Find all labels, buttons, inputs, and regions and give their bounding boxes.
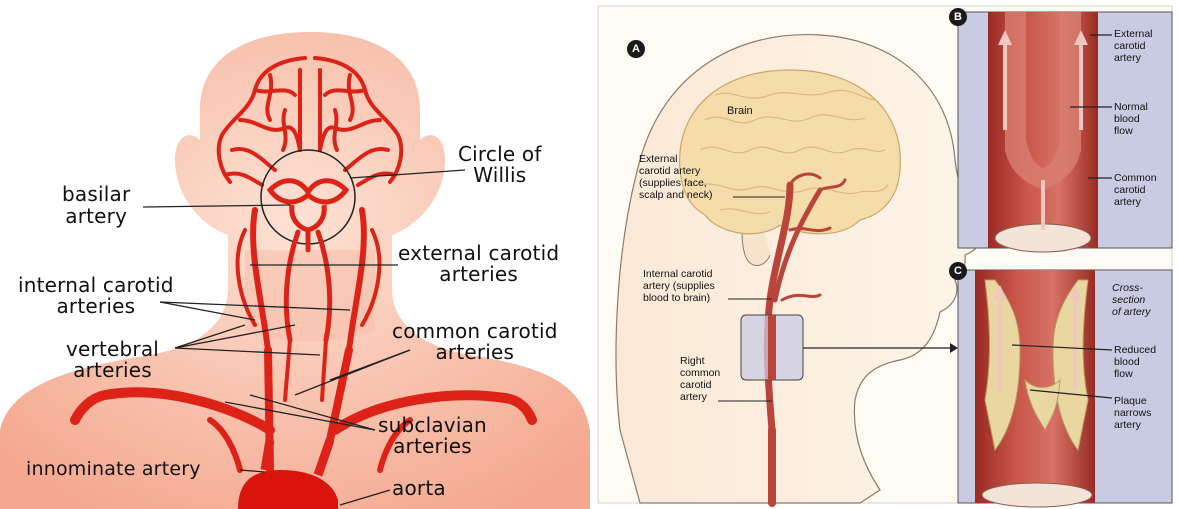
label-b-external-carotid: External carotid artery (1114, 28, 1153, 64)
label-line: Cross- (1112, 282, 1151, 294)
label-line: flow (1114, 368, 1156, 380)
label-line: common (680, 367, 720, 379)
label-internal-carotid-artery: Internal carotid artery (supplies blood … (643, 268, 715, 304)
label-line: of artery (1112, 306, 1151, 318)
label-line: section (1112, 294, 1151, 306)
label-line: Plaque (1114, 395, 1151, 407)
label-b-common-carotid: Common carotid artery (1114, 172, 1157, 208)
label-line: carotid (1114, 40, 1153, 52)
label-line: carotid (1114, 184, 1157, 196)
label-line: Internal carotid (643, 268, 715, 280)
label-line: External (1114, 28, 1153, 40)
label-line: blood to brain) (643, 292, 715, 304)
label-line: artery (680, 391, 720, 403)
label-line: artery (1114, 196, 1157, 208)
label-right-common-carotid-artery: Right common carotid artery (680, 355, 720, 403)
label-b-normal-blood-flow: Normal blood flow (1114, 101, 1148, 137)
label-line: Normal (1114, 101, 1148, 113)
label-line: blood (1114, 113, 1148, 125)
label-c-reduced-blood-flow: Reduced blood flow (1114, 344, 1156, 380)
label-c-plaque-narrows-artery: Plaque narrows artery (1114, 395, 1151, 431)
label-line: artery (1114, 52, 1153, 64)
label-line: blood (1114, 356, 1156, 368)
label-line: flow (1114, 125, 1148, 137)
label-line: Right (680, 355, 720, 367)
label-line: artery (supplies (643, 280, 715, 292)
label-c-cross-section: Cross- section of artery (1112, 282, 1151, 318)
label-line: artery (1114, 419, 1151, 431)
label-line: carotid (680, 379, 720, 391)
label-line: narrows (1114, 407, 1151, 419)
label-line: Reduced (1114, 344, 1156, 356)
label-line: Common (1114, 172, 1157, 184)
